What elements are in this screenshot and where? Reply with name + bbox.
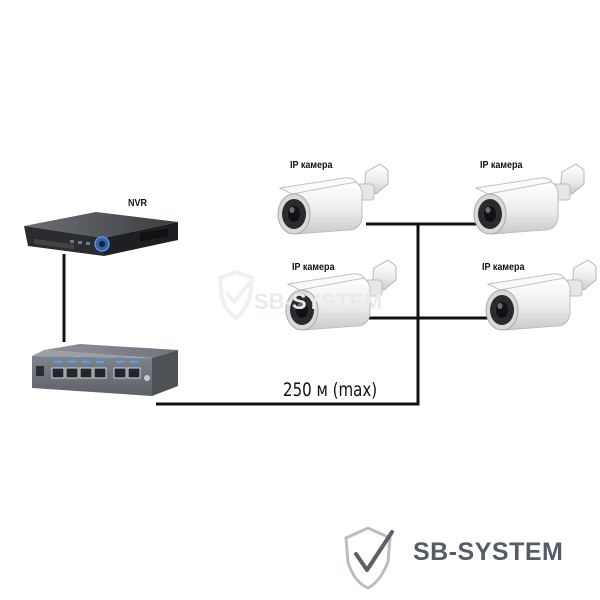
camera-label-1: IP камера — [290, 160, 333, 171]
brand-name: SB-SYSTEM — [413, 538, 564, 566]
nvr-device — [24, 212, 178, 256]
camera-label-2: IP камера — [480, 160, 523, 171]
camera-label-3: IP камера — [292, 262, 335, 273]
poe-switch — [32, 344, 178, 396]
watermark-logo-icon — [217, 269, 255, 321]
watermark-text: SB-SYSTEM — [254, 289, 383, 314]
brand-logo-icon — [344, 526, 394, 590]
cables — [62, 222, 500, 406]
ip-camera-2 — [473, 163, 585, 235]
nvr-label: NVR — [128, 198, 148, 209]
distance-label: 250 м (max) — [283, 379, 378, 401]
camera-label-4: IP камера — [482, 262, 525, 273]
